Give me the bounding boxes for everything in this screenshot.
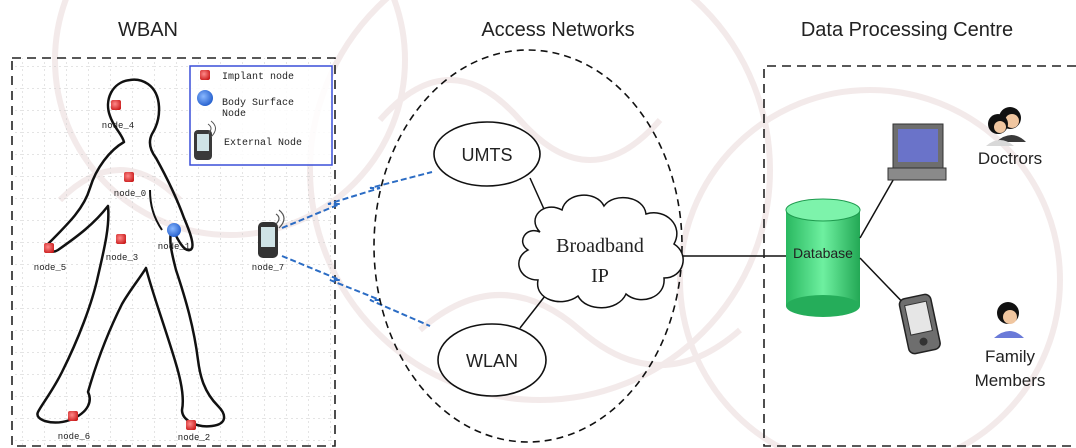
- broadband-cloud: [518, 194, 684, 309]
- wireless-link-wlan: [281, 255, 431, 327]
- wban-boundary: [11, 57, 336, 447]
- wlan-node: [437, 323, 547, 397]
- node-5-label: node_5: [34, 263, 66, 273]
- wban-title: WBAN: [118, 19, 178, 41]
- node-6-marker: [68, 411, 78, 421]
- node-3-marker: [116, 234, 126, 244]
- node-7-phone-icon: [258, 209, 285, 258]
- family-icon: [994, 302, 1024, 338]
- wlan-label: WLAN: [466, 351, 518, 371]
- legend-surface-label-1: Body Surface: [222, 97, 294, 109]
- doctors-icon: [986, 107, 1026, 146]
- node-0-marker: [124, 172, 134, 182]
- broadband-label-2: IP: [591, 265, 609, 287]
- access-networks-title: Access Networks: [481, 19, 634, 41]
- legend-external-label: External Node: [224, 137, 302, 149]
- data-processing-centre-title: Data Processing Centre: [801, 19, 1013, 41]
- legend-surface-marker: [197, 90, 213, 106]
- legend-implant-label: Implant node: [222, 71, 294, 83]
- node-3-label: node_3: [106, 253, 138, 263]
- broadband-label-1: Broadband: [556, 235, 644, 257]
- database-label: Database: [793, 245, 853, 261]
- legend-box: [189, 65, 333, 166]
- umts-node: [433, 121, 541, 187]
- legend-external-phone-icon: [194, 120, 216, 160]
- link-wlan-broadband: [519, 295, 546, 329]
- node-2-label: node_2: [178, 433, 210, 443]
- node-1-marker: [167, 223, 181, 237]
- computer-icon: [887, 123, 947, 181]
- pda-icon: [898, 293, 941, 355]
- node-6-label: node_6: [58, 432, 90, 442]
- node-0-label: node_0: [114, 189, 146, 199]
- doctors-label: Doctrors: [978, 149, 1042, 168]
- family-label-2: Members: [975, 371, 1046, 390]
- arm-line: [149, 189, 163, 231]
- umts-label: UMTS: [462, 145, 513, 165]
- node-1-label: node_1: [158, 242, 190, 252]
- wireless-link-umts: [281, 171, 433, 229]
- family-label-1: Family: [985, 347, 1036, 366]
- database-cylinder: [785, 198, 861, 317]
- node-4-label: node_4: [102, 121, 134, 131]
- node-5-marker: [44, 243, 54, 253]
- node-4-marker: [111, 100, 121, 110]
- access-network-boundary: [373, 49, 683, 443]
- node-2-marker: [186, 420, 196, 430]
- node-7-label: node_7: [252, 263, 284, 273]
- legend-surface-label-2: Node: [222, 108, 246, 120]
- legend-implant-marker: [200, 70, 210, 80]
- dpc-boundary: [763, 65, 1076, 447]
